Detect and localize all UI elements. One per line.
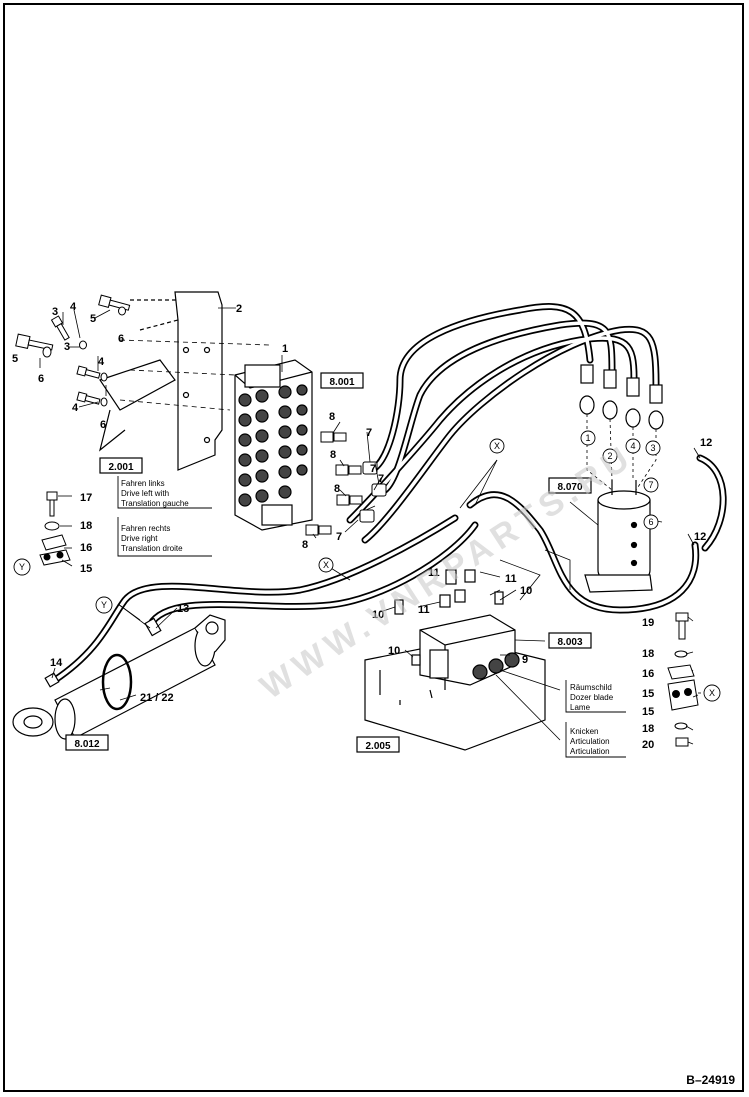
callout-1: 1 [282, 343, 288, 355]
callout-11-right: 11 [505, 573, 517, 585]
callout-7-b: 7 [370, 463, 376, 475]
callout-4-bottom: 4 [72, 402, 79, 414]
bolt-set [15, 294, 131, 407]
mounting-plate [98, 291, 271, 471]
note-dozer-1: Räumschild [570, 683, 612, 692]
note-articulation-2: Articulation [570, 737, 610, 746]
marker-x-right: X [709, 688, 715, 698]
callout-21-22: 21 / 22 [140, 692, 174, 704]
callout-10-right: 10 [520, 585, 532, 597]
port-1-label: 1 [585, 433, 590, 443]
hose-clamp-right [667, 612, 699, 747]
note-dozer-2: Dozer blade [570, 693, 614, 702]
callout-8-c: 8 [334, 483, 340, 495]
marker-y-cylinder: Y [101, 600, 107, 610]
callout-7-d: 7 [336, 531, 342, 543]
callout-13: 13 [177, 603, 189, 615]
callout-10-left: 10 [372, 609, 384, 621]
hose-clamp-left [39, 491, 71, 566]
callout-9: 9 [522, 654, 528, 666]
callout-8-a: 8 [329, 411, 335, 423]
note-drive-left-1: Fahren links [121, 479, 165, 488]
reference-boxes [65, 372, 592, 753]
swivel-callout-6: 6 [648, 517, 653, 527]
callout-17: 17 [80, 492, 92, 504]
ref-8070: 8.070 [557, 482, 582, 493]
ref-box-2001 [99, 457, 143, 474]
callout-7-a: 7 [366, 427, 372, 439]
ref-8003: 8.003 [557, 637, 582, 648]
figure-number: B–24919 [686, 1073, 735, 1087]
port-3-label: 3 [650, 443, 655, 453]
note-dozer-3: Lame [570, 703, 591, 712]
callout-16-right: 16 [642, 668, 654, 680]
marker-x-mid: X [323, 560, 329, 570]
callout-15-right-a: 15 [642, 688, 654, 700]
ref-8001: 8.001 [329, 377, 354, 388]
swivel-callout-7: 7 [648, 480, 653, 490]
ref-2001: 2.001 [108, 462, 133, 473]
callout-18-right-b: 18 [642, 723, 654, 735]
note-drive-right-3: Translation droite [121, 544, 183, 553]
marker-x-top: X [494, 441, 500, 451]
ref-box-8012 [65, 734, 109, 751]
hydraulic-cylinder [12, 614, 226, 740]
callout-18-left: 18 [80, 520, 92, 532]
note-drive-right-1: Fahren rechts [121, 524, 170, 533]
ref-box-8003 [548, 632, 592, 649]
ref-8012: 8.012 [74, 739, 99, 750]
callout-15-left: 15 [80, 563, 92, 575]
hose-fittings [305, 431, 387, 536]
callout-18-right-a: 18 [642, 648, 654, 660]
dozer-valve-block [364, 549, 571, 751]
callout-5-left: 5 [12, 353, 18, 365]
callout-16-left: 16 [80, 542, 92, 554]
callout-6-bottom: 6 [100, 419, 106, 431]
note-articulation-1: Knicken [570, 727, 598, 736]
marker-y-left: Y [19, 562, 25, 572]
hydraulic-hoses [51, 303, 727, 684]
ref-box-8001 [320, 372, 364, 389]
callout-20: 20 [642, 739, 654, 751]
callout-3-top: 3 [52, 306, 58, 318]
port-2-label: 2 [607, 451, 612, 461]
callout-6-top: 6 [118, 333, 124, 345]
ref-box-2005 [356, 736, 400, 753]
callout-14: 14 [50, 657, 63, 669]
note-boxes [117, 476, 626, 758]
leader-lines [39, 307, 701, 745]
callout-6-left: 6 [38, 373, 44, 385]
callout-4-mid: 4 [98, 356, 105, 368]
callout-2: 2 [236, 303, 242, 315]
note-articulation-3: Articulation [570, 747, 610, 756]
callout-8-b: 8 [330, 449, 336, 461]
callout-15-right-b: 15 [642, 706, 654, 718]
callout-11-left: 11 [418, 604, 430, 616]
control-valve-block [234, 359, 313, 531]
callout-5-top: 5 [90, 313, 96, 325]
ref-box-8070 [548, 477, 592, 494]
diagram-frame [3, 3, 744, 1092]
callout-10-bottom: 10 [388, 645, 400, 657]
ref-2005: 2.005 [365, 741, 390, 752]
callout-19: 19 [642, 617, 654, 629]
callout-3-mid: 3 [64, 341, 70, 353]
callout-12-bottom: 12 [694, 531, 706, 543]
note-drive-left-3: Translation gauche [121, 499, 189, 508]
callout-11-top: 11 [428, 567, 440, 579]
callout-12-top: 12 [700, 437, 712, 449]
note-drive-left-2: Drive left with [121, 489, 169, 498]
note-drive-right-2: Drive right [121, 534, 158, 543]
callout-7-c: 7 [378, 473, 384, 485]
callout-8-d: 8 [302, 539, 308, 551]
port-4-label: 4 [630, 441, 635, 451]
port-markers [13, 430, 721, 702]
callout-4-top: 4 [70, 301, 77, 313]
